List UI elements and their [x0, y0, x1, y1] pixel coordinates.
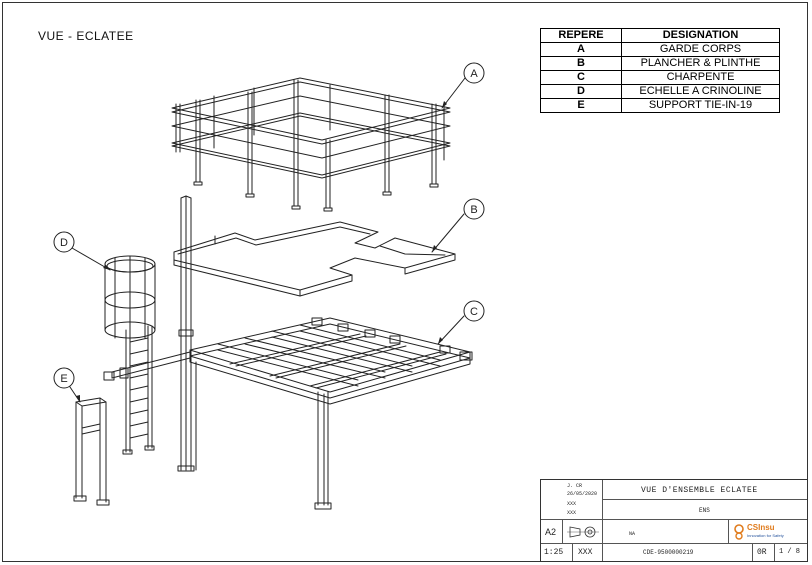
projection-symbol-icon [567, 526, 599, 538]
row-ref: A [540, 42, 622, 57]
row-ref: B [540, 56, 622, 71]
table-row: C CHARPENTE [540, 70, 780, 85]
tb-sheet: 1 / 8 [779, 548, 801, 556]
row-designation: PLANCHER & PLINTHE [621, 56, 780, 71]
part-tie-in-support [73, 397, 110, 506]
tb-date: 26/05/2020 [567, 491, 598, 497]
tb-format-cell: A2 [541, 520, 563, 544]
tb-checked: XXX [567, 501, 577, 507]
balloon-c: C [463, 300, 485, 322]
table-row: B PLANCHER & PLINTHE [540, 56, 780, 71]
table-row: D ECHELLE A CRINOLINE [540, 84, 780, 99]
tb-mass: XXX [578, 548, 593, 557]
balloon-e-label: E [60, 373, 67, 385]
tb-revision-cell: 0R [753, 544, 775, 561]
part-guardrail [171, 77, 451, 212]
balloon-c-label: C [470, 306, 478, 318]
balloon-a-label: A [470, 68, 478, 80]
leader-lines [67, 77, 466, 403]
balloon-b-label: B [470, 204, 477, 216]
tb-company-cell: CSInsu Innovation for Safety [729, 520, 807, 544]
part-floor [173, 221, 456, 297]
header-repere: REPERE [540, 28, 622, 43]
row-designation: CHARPENTE [621, 70, 780, 85]
balloon-b: B [463, 198, 485, 220]
tb-drawing-number-cell: CDE-9500000219 [603, 544, 753, 561]
balloon-d-label: D [60, 237, 68, 249]
tb-scale: 1:25 [544, 548, 564, 557]
balloon-a: A [463, 62, 485, 84]
tb-sheet-cell: 1 / 8 [775, 544, 807, 561]
tb-title-cell: VUE D'ENSEMBLE ECLATEE [603, 480, 807, 500]
table-row: A GARDE CORPS [540, 42, 780, 57]
row-ref: E [540, 98, 622, 113]
header-designation: DESIGNATION [621, 28, 780, 43]
tb-project-cell: ENS [603, 500, 807, 520]
tb-projection-cell [563, 520, 603, 544]
row-ref: D [540, 84, 622, 99]
row-ref: C [540, 70, 622, 85]
tb-project: ENS [699, 507, 710, 514]
part-caged-ladder [104, 255, 156, 455]
tb-company-tagline: Innovation for Safety [747, 533, 784, 538]
tb-drawing-number: CDE-9500000219 [643, 549, 694, 556]
part-structure [103, 317, 473, 510]
title-block: J. CR 26/05/2020 XXX XXX VUE D'ENSEMBLE … [540, 479, 808, 562]
tb-revision: 0R [757, 548, 767, 557]
row-designation: GARDE CORPS [621, 42, 780, 57]
tb-material: NA [629, 531, 636, 537]
tb-mass-cell: XXX [573, 544, 603, 561]
view-title: VUE - ECLATEE [38, 29, 134, 43]
tb-author-cell: J. CR 26/05/2020 XXX XXX [541, 480, 603, 520]
tb-company-name: CSInsu [747, 523, 775, 532]
row-designation: SUPPORT TIE-IN-19 [621, 98, 780, 113]
tb-format: A2 [545, 527, 557, 537]
tb-scale-cell: 1:25 [541, 544, 573, 561]
balloon-e: E [53, 367, 75, 389]
row-designation: ECHELLE A CRINOLINE [621, 84, 780, 99]
part-column [177, 195, 195, 472]
table-row: E SUPPORT TIE-IN-19 [540, 98, 780, 113]
tb-drawn-by: J. CR [567, 483, 583, 489]
balloon-d: D [53, 231, 75, 253]
tb-approved: XXX [567, 510, 577, 516]
tb-material-cell: NA [603, 520, 729, 544]
parts-table-header-row: REPERE DESIGNATION [540, 28, 780, 43]
company-logo-icon [734, 524, 744, 540]
tb-title: VUE D'ENSEMBLE ECLATEE [641, 486, 758, 495]
parts-list-table: REPERE DESIGNATION A GARDE CORPS B PLANC… [540, 28, 780, 113]
